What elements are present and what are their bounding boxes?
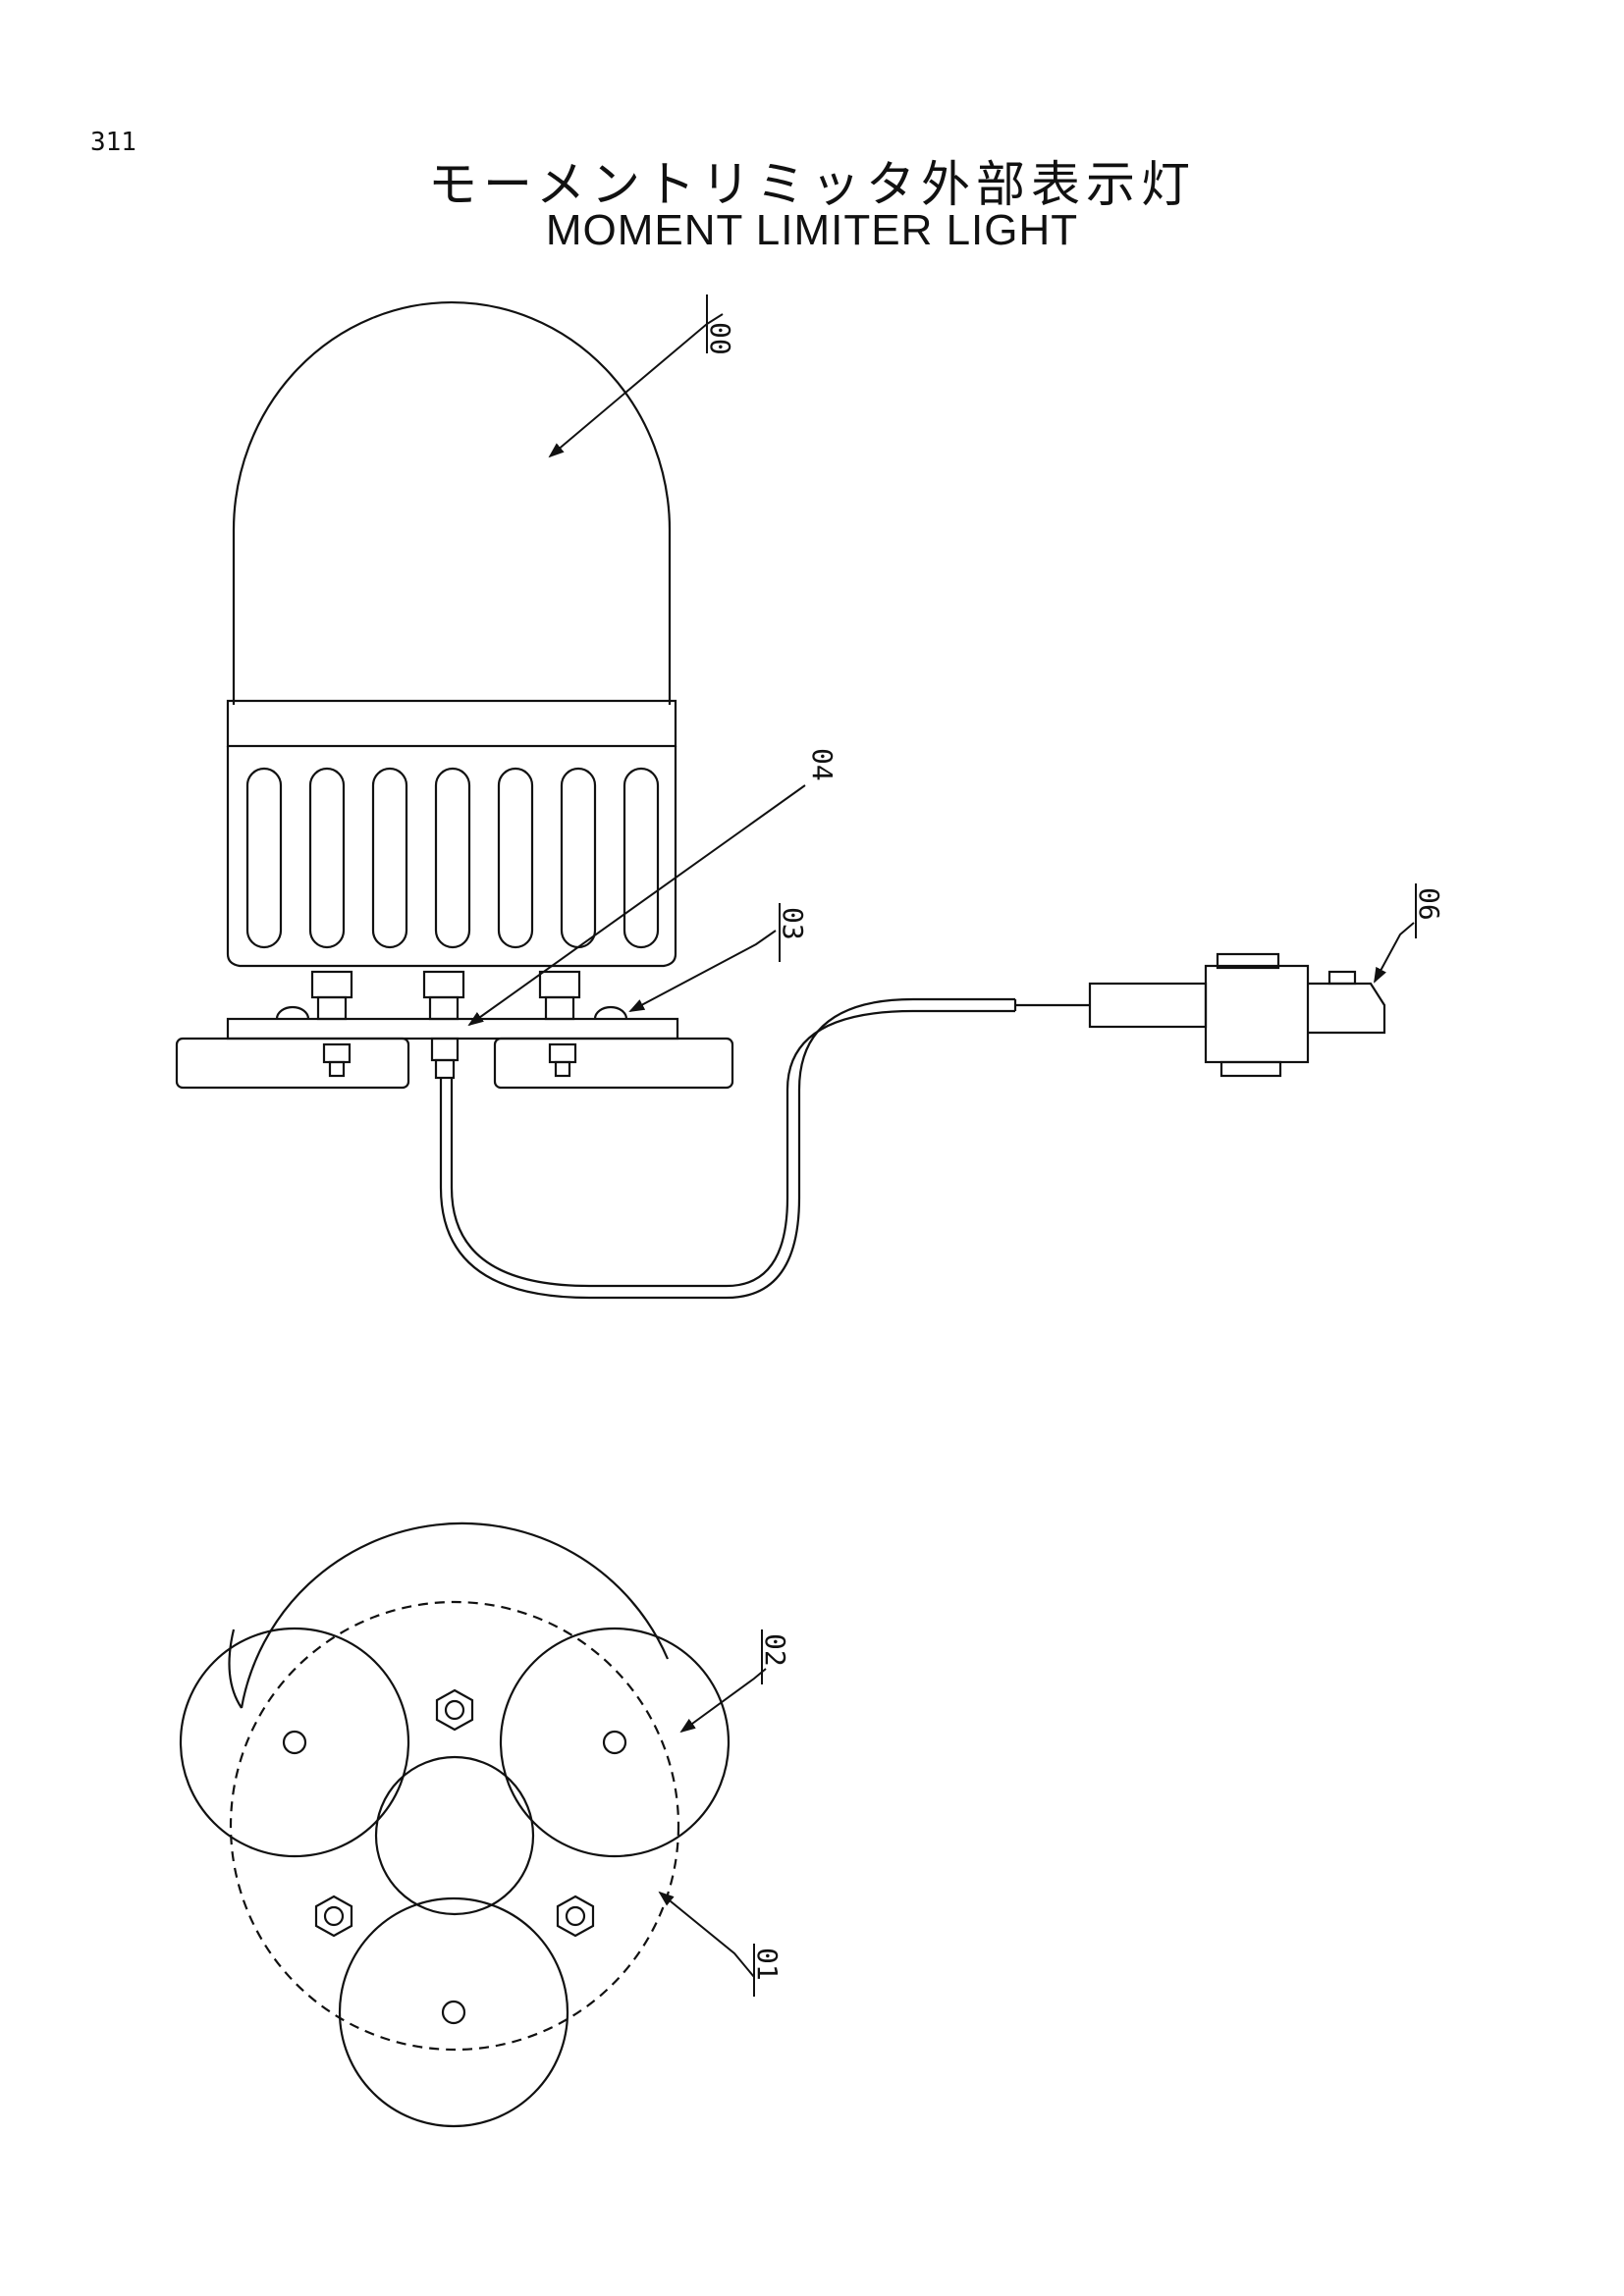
- connector-plug: [1088, 952, 1386, 1078]
- magnet-left: [175, 1037, 410, 1090]
- callout-00: 00: [704, 322, 736, 355]
- leader-lines: [467, 294, 1417, 1997]
- magnet-circle-right: [499, 1627, 731, 1858]
- callout-03: 03: [777, 907, 809, 940]
- magnet-right: [493, 1037, 734, 1090]
- mounting-plate: [226, 1017, 679, 1041]
- title-japanese: モーメントリミッタ外部表示灯: [428, 156, 1196, 213]
- magnet-circle-bottom: [338, 1896, 569, 2128]
- title-english: MOMENT LIMITER LIGHT: [545, 206, 1079, 254]
- base-outline: [240, 1522, 670, 1709]
- hex-nuts: [314, 1688, 595, 1938]
- mounting-studs: [310, 970, 581, 1021]
- beacon-base: [226, 746, 677, 968]
- beacon-band: [226, 699, 677, 748]
- cable: [439, 997, 1015, 1300]
- center-circle: [374, 1755, 535, 1916]
- callout-02: 02: [759, 1633, 791, 1667]
- callout-06: 06: [1413, 887, 1445, 921]
- page-number: 311: [90, 128, 136, 157]
- beacon-ribs: [245, 767, 660, 949]
- callout-01: 01: [751, 1948, 784, 1981]
- magnet-bolts: [322, 1042, 577, 1078]
- beacon-dome: [232, 300, 672, 705]
- callout-04: 04: [806, 748, 839, 781]
- magnet-circle-left: [179, 1627, 410, 1858]
